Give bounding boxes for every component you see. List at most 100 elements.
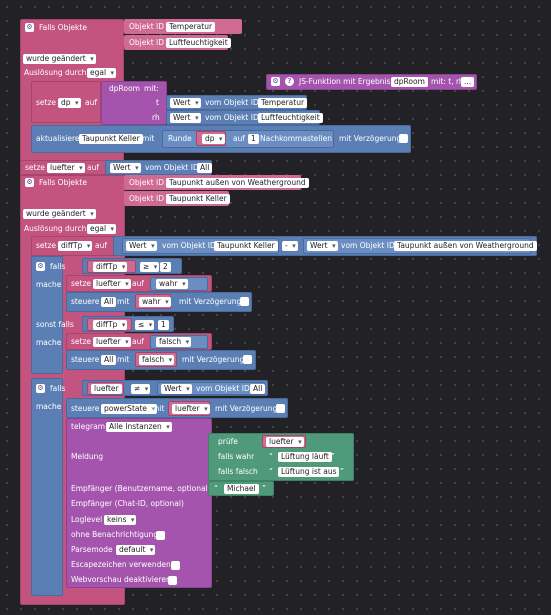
- variable-dropdown[interactable]: luefter: [172, 404, 210, 414]
- number-field[interactable]: 2: [160, 262, 171, 272]
- variable-field[interactable]: luefter: [91, 384, 122, 394]
- operator-dropdown[interactable]: ≠: [131, 384, 151, 394]
- telegram-block[interactable]: [66, 418, 212, 588]
- steuere-label: steuere: [71, 297, 100, 306]
- setze-label: setze: [71, 279, 92, 288]
- if-block-1[interactable]: [31, 256, 63, 374]
- attribute-dropdown[interactable]: Wert: [126, 241, 157, 251]
- variable-dropdown[interactable]: diffTp: [93, 320, 128, 330]
- object-id-field[interactable]: All: [197, 163, 213, 173]
- text-field[interactable]: Lüftung ist aus: [278, 467, 340, 477]
- parsemode-dropdown[interactable]: default: [116, 545, 156, 555]
- falls-objekte-label: Falls Objekte: [39, 178, 87, 187]
- silent-checkbox[interactable]: [156, 531, 165, 540]
- object-id-field[interactable]: Taupunkt Keller: [166, 194, 230, 204]
- setze-label: setze: [36, 98, 57, 107]
- variable-dropdown[interactable]: dp: [202, 134, 225, 144]
- boolean-dropdown[interactable]: wahr: [139, 297, 171, 307]
- falls-label: falls: [50, 384, 66, 393]
- gear-icon[interactable]: ⚙: [25, 178, 34, 187]
- setze-label: setze: [25, 163, 46, 172]
- gear-icon[interactable]: ⚙: [36, 384, 45, 393]
- sonst-falls-label: sonst falls: [36, 320, 74, 329]
- change-dropdown[interactable]: wurde geändert: [23, 209, 96, 219]
- operator-dropdown[interactable]: ≥: [140, 262, 160, 272]
- instance-dropdown[interactable]: Alle Instanzen: [106, 422, 172, 432]
- boolean-dropdown[interactable]: falsch: [139, 355, 175, 365]
- meldung-label: Meldung: [71, 452, 104, 461]
- variable-dropdown[interactable]: luefter: [93, 279, 131, 289]
- object-id-field[interactable]: All: [101, 355, 117, 365]
- operator-dropdown[interactable]: ≤: [135, 320, 155, 330]
- trigger-label: Auslösung durch: [24, 68, 87, 77]
- state-dropdown[interactable]: powerState: [101, 404, 158, 414]
- variable-dropdown[interactable]: diffTp: [58, 241, 93, 251]
- gear-icon[interactable]: ⚙: [271, 77, 280, 86]
- attribute-dropdown[interactable]: Wert: [161, 384, 192, 394]
- object-id-field[interactable]: Taupunkt außen von Weatherground: [166, 178, 309, 188]
- function-name-field[interactable]: dpRoom: [391, 77, 428, 87]
- operator-dropdown[interactable]: -: [282, 241, 298, 251]
- attribute-dropdown[interactable]: Wert: [307, 241, 338, 251]
- function-label: JS-Funktion mit Ergebnis: [299, 77, 391, 86]
- attribute-dropdown[interactable]: Wert: [110, 163, 141, 173]
- delay-checkbox[interactable]: [243, 355, 252, 364]
- attribute-dropdown[interactable]: Wert: [170, 113, 201, 123]
- attribute-dropdown[interactable]: Wert: [170, 98, 201, 108]
- boolean-dropdown[interactable]: falsch: [156, 337, 192, 347]
- text-field[interactable]: Michael: [224, 484, 259, 494]
- object-id-field[interactable]: Taupunkt Keller: [79, 134, 143, 144]
- object-id-field[interactable]: Temperatur: [166, 22, 216, 32]
- number-field[interactable]: 1: [158, 320, 169, 330]
- object-id-field[interactable]: Temperatur: [258, 98, 308, 108]
- delay-checkbox[interactable]: [399, 134, 408, 143]
- variable-dropdown[interactable]: luefter: [47, 163, 85, 173]
- nachkomma-label: Nachkommastellen: [260, 134, 332, 143]
- verzoegerung-label: mit Verzögerung: [179, 297, 242, 306]
- auf-label: auf: [87, 163, 99, 172]
- delay-checkbox[interactable]: [276, 404, 285, 413]
- object-id-field[interactable]: All: [250, 384, 266, 394]
- verzoegerung-label: mit Verzögerung: [182, 355, 245, 364]
- boolean-dropdown[interactable]: wahr: [156, 279, 188, 289]
- loglevel-dropdown[interactable]: keins: [104, 515, 137, 525]
- object-id-field[interactable]: All: [101, 297, 117, 307]
- preview-checkbox[interactable]: [168, 576, 177, 585]
- object-id-field[interactable]: Luftfeuchtigkeit: [166, 38, 231, 48]
- vom-objekt-label: vom Objekt ID: [205, 98, 259, 107]
- text-field[interactable]: Lüftung läuft: [278, 452, 332, 462]
- auf-label: auf: [132, 337, 144, 346]
- gear-icon[interactable]: ⚙: [25, 23, 34, 32]
- objekt-id-label: Objekt ID: [129, 178, 165, 187]
- vom-objekt-label: vom Objekt ID: [205, 113, 259, 122]
- vom-objekt-label: vom Objekt ID: [145, 163, 199, 172]
- if-block-2[interactable]: [31, 378, 63, 596]
- objekt-id-label: Objekt ID: [129, 22, 165, 31]
- mit-label: mit: [142, 134, 155, 143]
- object-id-field[interactable]: Taupunkt Keller: [214, 241, 278, 251]
- gear-icon[interactable]: ⚙: [36, 262, 45, 271]
- variable-dropdown[interactable]: dp: [58, 98, 81, 108]
- decimal-field[interactable]: 1: [248, 134, 259, 144]
- change-dropdown[interactable]: wurde geändert: [23, 54, 96, 64]
- loglevel-label: Loglevel: [71, 515, 103, 524]
- input-connector: [119, 22, 125, 31]
- delay-checkbox[interactable]: [240, 297, 249, 306]
- aktualisiere-label: aktualisiere: [36, 134, 80, 143]
- variable-dropdown[interactable]: luefter: [93, 337, 131, 347]
- verzoegerung-label: mit Verzögerung: [215, 404, 278, 413]
- function-name-label: dpRoom: [109, 84, 140, 93]
- object-id-field[interactable]: Luftfeuchtigkeit: [258, 113, 323, 123]
- falls-falsch-label: falls falsch: [218, 467, 258, 476]
- trigger-dropdown[interactable]: egal: [87, 224, 117, 234]
- escape-checkbox[interactable]: [171, 561, 180, 570]
- variable-dropdown[interactable]: diffTp: [93, 262, 128, 272]
- quote-close: ”: [262, 484, 266, 493]
- trigger-dropdown[interactable]: egal: [87, 68, 117, 78]
- object-id-field[interactable]: Taupunkt außen von Weatherground: [394, 241, 537, 251]
- function-call-block[interactable]: [101, 81, 167, 125]
- help-icon[interactable]: ?: [285, 77, 294, 86]
- function-more-button[interactable]: ...: [461, 77, 475, 87]
- mit-label: mit: [117, 297, 130, 306]
- variable-dropdown[interactable]: luefter: [266, 437, 304, 447]
